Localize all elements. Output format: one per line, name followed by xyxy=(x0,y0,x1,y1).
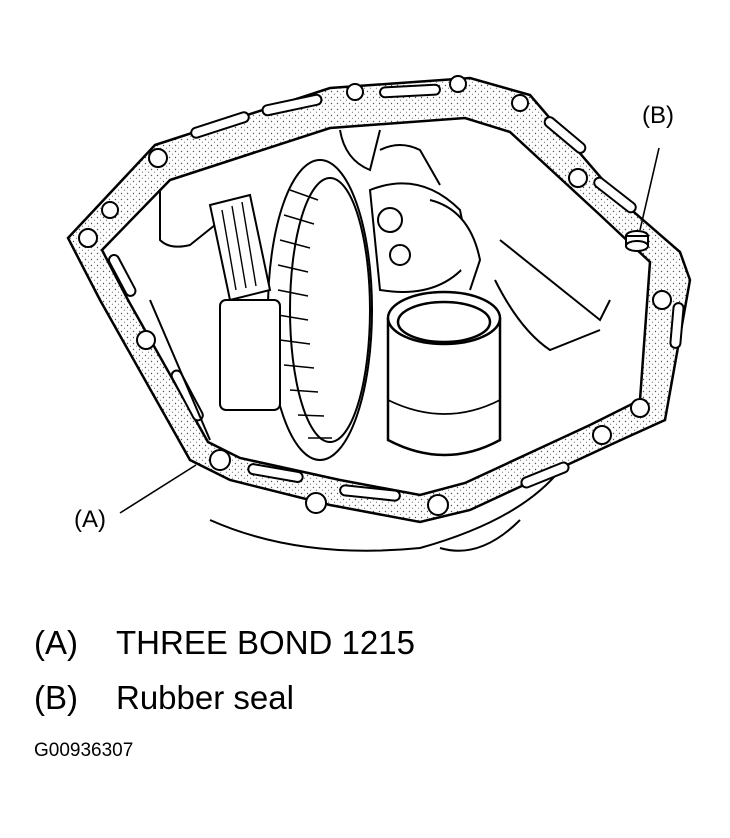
side-bearing-sleeve xyxy=(386,290,502,457)
figure-id: G00936307 xyxy=(34,740,134,761)
legend-text-a: THREE BOND 1215 xyxy=(116,624,415,661)
leader-lines xyxy=(119,147,660,514)
callout-label-a: (A) xyxy=(74,506,106,533)
case-interior xyxy=(149,129,611,441)
legend-key-b: (B) xyxy=(34,679,78,716)
legend-key-a: (A) xyxy=(34,624,78,661)
pinion-gear xyxy=(208,193,281,411)
flange-slots xyxy=(108,83,685,502)
legend-row-b: (B) Rubber seal xyxy=(34,681,294,714)
legend-text-b: Rubber seal xyxy=(116,679,294,716)
ring-gear xyxy=(267,159,373,461)
sealant-bead-area xyxy=(66,76,692,524)
transmission-case-illustration xyxy=(66,75,692,552)
rubber-seal xyxy=(625,230,649,252)
bolt-holes xyxy=(78,75,672,516)
callout-label-b: (B) xyxy=(642,102,674,129)
housing-outline xyxy=(209,469,561,552)
differential-carrier xyxy=(368,182,482,293)
legend-row-a: (A) THREE BOND 1215 xyxy=(34,626,415,659)
